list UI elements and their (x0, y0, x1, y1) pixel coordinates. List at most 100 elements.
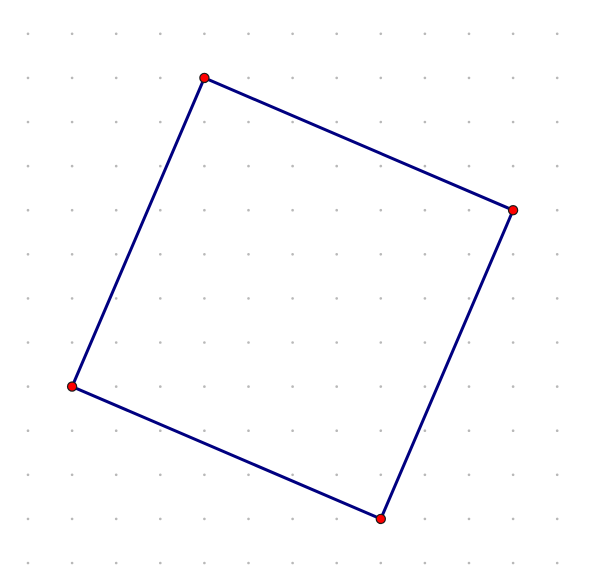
grid-dot (26, 561, 30, 565)
grid-dot (423, 120, 427, 124)
grid-dot (247, 385, 250, 388)
grid-dot (26, 385, 30, 388)
grid-dot (335, 561, 339, 565)
grid-dot (467, 297, 471, 300)
grid-dot (511, 253, 515, 256)
grid-dot (423, 517, 427, 521)
grid-dot (423, 76, 427, 80)
grid-dot (159, 164, 162, 168)
grid-dot (423, 208, 427, 212)
grid-dot (511, 561, 515, 565)
grid-dot (70, 253, 74, 256)
grid-dot (247, 208, 250, 212)
grid-dot (114, 208, 118, 212)
vertex-point[interactable] (375, 513, 386, 525)
grid-dot (467, 253, 471, 256)
grid-dot (555, 164, 559, 168)
grid-dot (511, 120, 515, 124)
grid-dot (70, 517, 74, 521)
grid-dot (379, 208, 383, 212)
grid-dot (335, 429, 339, 433)
grid-dot (423, 297, 427, 300)
grid-dot (467, 561, 471, 565)
grid-dot (159, 76, 162, 80)
grid-dot (379, 253, 383, 256)
grid-dot (511, 297, 515, 300)
grid-dot (26, 208, 30, 212)
grid-dot (335, 341, 339, 344)
grid-dot (511, 341, 515, 344)
grid-dot (203, 429, 206, 433)
grid-dot (511, 473, 515, 477)
grid-dot (511, 385, 515, 388)
grid-dot (159, 208, 162, 212)
vertex-point[interactable] (507, 204, 519, 216)
grid-dot (379, 341, 383, 344)
grid-dot (247, 473, 250, 477)
grid-dot (555, 120, 559, 124)
grid-dot (555, 473, 559, 477)
vertex-point[interactable] (199, 72, 210, 84)
grid-dot (114, 429, 118, 433)
grid-dot (467, 120, 471, 124)
grid-dot (379, 473, 383, 477)
grid-dot (70, 341, 74, 344)
square-edge (70, 385, 383, 521)
grid-dot (379, 164, 383, 168)
grid-dot (555, 385, 559, 388)
grid-dot (159, 253, 162, 256)
grid-dot (203, 32, 206, 36)
grid-dot (159, 32, 162, 36)
grid-dot (379, 385, 383, 388)
grid-dot (291, 517, 294, 521)
grid-dot (247, 32, 250, 36)
grid-dot (159, 120, 162, 124)
grid-dot (203, 341, 206, 344)
grid-dot (423, 561, 427, 565)
grid-dot (114, 517, 118, 521)
grid-dot (114, 385, 118, 388)
grid-dot (379, 32, 383, 36)
grid-dot (291, 208, 294, 212)
vertex-point[interactable] (66, 381, 78, 392)
grid-dot (335, 473, 339, 477)
grid-dot (70, 429, 74, 433)
grid-dot (114, 473, 118, 477)
grid-dot (335, 297, 339, 300)
grid-dot (159, 517, 162, 521)
grid-dot (159, 561, 162, 565)
grid-dot (26, 473, 30, 477)
grid-dot (247, 164, 250, 168)
grid-dot (70, 76, 74, 80)
grid-dot (291, 120, 294, 124)
grid-dot (70, 297, 74, 300)
grid-dot (114, 253, 118, 256)
grid-dot (291, 429, 294, 433)
grid-dot (26, 76, 30, 80)
grid-dot (203, 517, 206, 521)
grid-dot (70, 561, 74, 565)
grid-dot (335, 120, 339, 124)
grid-dot (26, 253, 30, 256)
grid-dot (467, 429, 471, 433)
square-edge (202, 76, 515, 212)
grid-dot (291, 253, 294, 256)
square-vertices[interactable] (66, 72, 519, 525)
grid-dot (70, 208, 74, 212)
grid-dot (70, 164, 74, 168)
grid-dot (555, 297, 559, 300)
grid-dot (511, 32, 515, 36)
grid-dot (291, 561, 294, 565)
grid-dot (555, 429, 559, 433)
grid-dot (247, 297, 250, 300)
grid-dot (423, 429, 427, 433)
grid-dot (467, 208, 471, 212)
grid-dot (291, 32, 294, 36)
grid-dot (467, 164, 471, 168)
grid-dot (26, 517, 30, 521)
grid-dot (291, 76, 294, 80)
grid-dot (335, 164, 339, 168)
grid-dot (291, 164, 294, 168)
